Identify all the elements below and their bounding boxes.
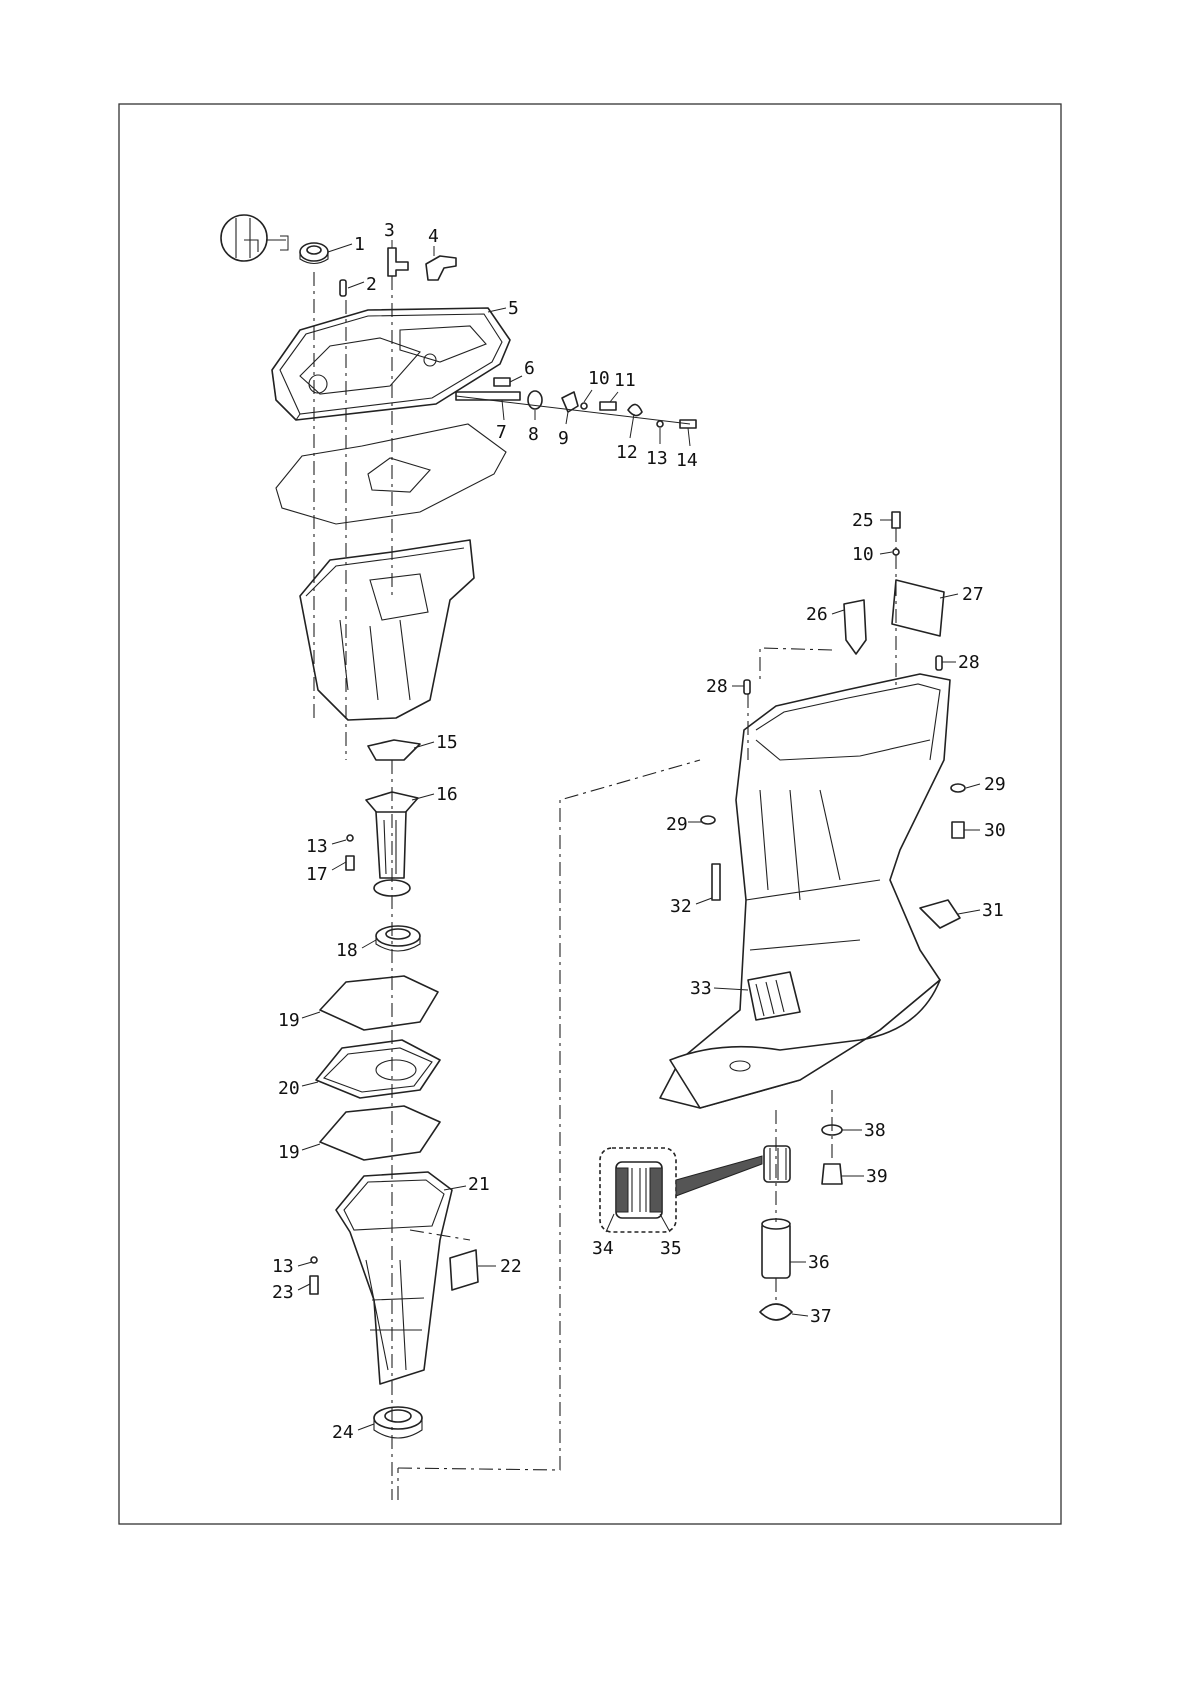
callout-39: 39: [866, 1166, 888, 1187]
part-23-screw: [310, 1276, 318, 1294]
callout-4: 4: [428, 226, 439, 247]
callout-11: 11: [614, 370, 636, 391]
callout-38: 38: [864, 1120, 886, 1141]
callout-29a: 29: [666, 814, 688, 835]
callout-6: 6: [524, 358, 535, 379]
part-28a-pin: [936, 656, 942, 670]
callout-32: 32: [670, 896, 692, 917]
part-36-sleeve: [762, 1219, 790, 1278]
callout-29b: 29: [984, 774, 1006, 795]
part-26-bracket: [844, 600, 866, 654]
part-5-upper-casing: [272, 308, 510, 420]
callout-27: 27: [962, 584, 984, 605]
callout-8: 8: [528, 424, 539, 445]
callout-13c: 13: [272, 1256, 294, 1277]
callout-19a: 19: [278, 1010, 300, 1031]
callout-1: 1: [354, 234, 365, 255]
part-32-stud: [712, 864, 720, 900]
callout-3: 3: [384, 220, 395, 241]
part-4-elbow: [426, 256, 456, 280]
callout-23: 23: [272, 1282, 294, 1303]
lower-casing: [660, 674, 950, 1108]
part-18-seal: [376, 926, 420, 951]
part-13-washer: [657, 421, 663, 427]
part-33-water-inlet-grille: [748, 972, 800, 1020]
callout-26: 26: [806, 604, 828, 625]
callout-28b: 28: [706, 676, 728, 697]
callout-17: 17: [306, 864, 328, 885]
callout-16: 16: [436, 784, 458, 805]
callout-31: 31: [982, 900, 1004, 921]
callout-28a: 28: [958, 652, 980, 673]
bearing-detail-inset: [600, 1148, 762, 1232]
part-13b-washer: [347, 835, 353, 841]
callout-13b: 13: [306, 836, 328, 857]
callout-15: 15: [436, 732, 458, 753]
drawing-frame: [119, 104, 1061, 1524]
part-12-clip: [628, 404, 642, 415]
part-7-shaft: [456, 392, 520, 400]
callout-37: 37: [810, 1306, 832, 1327]
part-28b-pin: [744, 680, 750, 694]
callout-5: 5: [508, 298, 519, 319]
callout-35: 35: [660, 1238, 682, 1259]
callout-19b: 19: [278, 1142, 300, 1163]
part-1-seal: [300, 243, 328, 264]
callout-30: 30: [984, 820, 1006, 841]
part-21-exhaust-housing: [336, 1172, 452, 1384]
callout-22: 22: [500, 1256, 522, 1277]
part-31-cover: [920, 900, 960, 928]
part-2-dowel-pin: [340, 280, 346, 296]
callout-9: 9: [558, 428, 569, 449]
part-22-damper: [450, 1250, 478, 1290]
part-39-bolt: [822, 1164, 842, 1184]
detail-inset-circle: [221, 215, 288, 261]
part-20-plate: [316, 1040, 440, 1098]
upper-gasket: [276, 424, 506, 524]
part-6-bolt: [494, 378, 510, 386]
callout-33: 33: [690, 978, 712, 999]
part-29b-washer: [951, 784, 965, 792]
callout-25: 25: [852, 510, 874, 531]
callout-13a: 13: [646, 448, 668, 469]
upper-drive-casing: [300, 540, 474, 720]
part-37-circlip: [760, 1304, 792, 1320]
part-29a-washer: [701, 816, 715, 824]
part-35-needle-bearing: [764, 1146, 790, 1182]
part-11-screw: [600, 402, 616, 410]
part-19a-gasket: [320, 976, 438, 1030]
callout-2: 2: [366, 274, 377, 295]
callout-36: 36: [808, 1252, 830, 1273]
callout-10a: 10: [588, 368, 610, 389]
callout-12: 12: [616, 442, 638, 463]
callout-10b: 10: [852, 544, 874, 565]
part-27-plate: [892, 580, 944, 636]
part-17-screw: [346, 856, 354, 870]
part-25-screw: [892, 512, 900, 528]
callout-14: 14: [676, 450, 698, 471]
part-15-gasket: [368, 740, 420, 760]
part-19b-gasket: [320, 1106, 440, 1160]
part-30-bolt: [952, 822, 964, 838]
assembly-route-right: [398, 760, 700, 1470]
part-10-washer: [581, 403, 587, 409]
callout-21: 21: [468, 1174, 490, 1195]
callout-20: 20: [278, 1078, 300, 1099]
callout-24: 24: [332, 1422, 354, 1443]
callout-34: 34: [592, 1238, 614, 1259]
callout-7: 7: [496, 422, 507, 443]
part-3-fitting: [388, 248, 408, 276]
callout-18: 18: [336, 940, 358, 961]
part-24-seal: [374, 1407, 422, 1438]
